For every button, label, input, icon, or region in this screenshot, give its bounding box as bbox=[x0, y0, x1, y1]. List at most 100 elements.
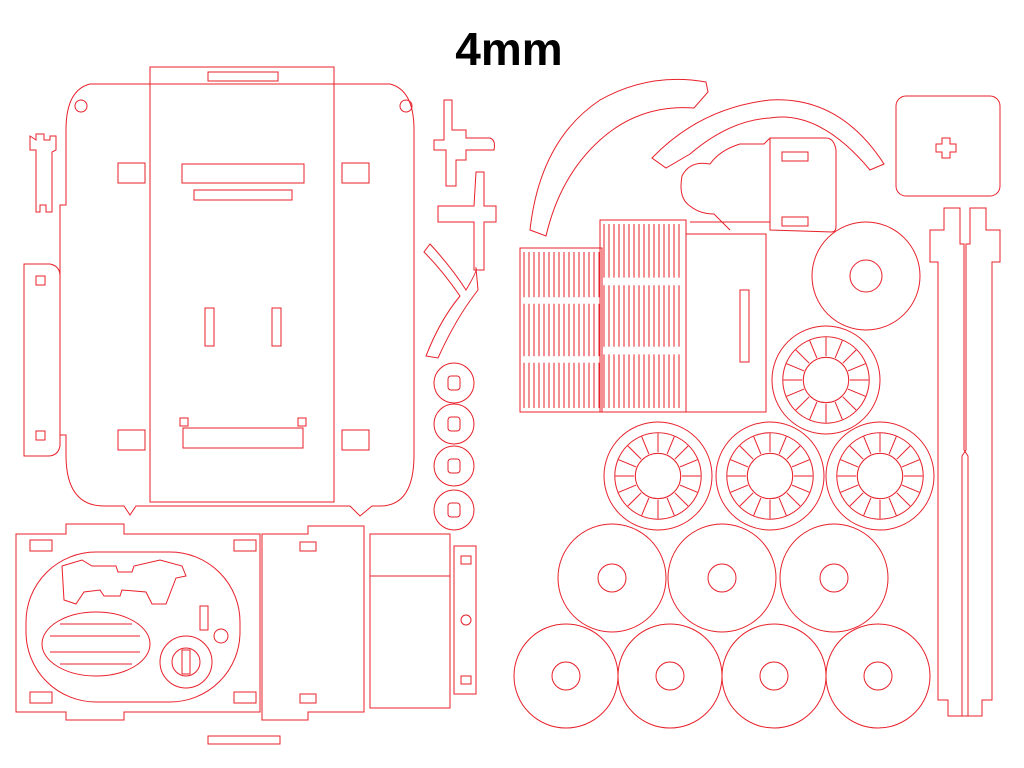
tall-strip-part bbox=[962, 208, 1000, 716]
rim-spoke bbox=[902, 485, 919, 492]
base-panel-part bbox=[16, 524, 260, 720]
chassis-center-panel bbox=[150, 84, 334, 502]
rim-spoke bbox=[779, 498, 786, 515]
rim-spoke bbox=[667, 437, 674, 454]
wheel-axle-hole bbox=[552, 662, 580, 690]
chassis-hole-left bbox=[75, 100, 87, 112]
washer-slot bbox=[448, 376, 460, 390]
washer-slot bbox=[448, 459, 460, 473]
living-hinge-panels bbox=[520, 220, 686, 412]
rim-spoke bbox=[897, 446, 910, 459]
motor-mount-slot bbox=[182, 650, 190, 674]
living-hinge-panel bbox=[600, 220, 686, 412]
wheel-disk bbox=[780, 524, 888, 632]
chassis-slot-narrow bbox=[194, 190, 292, 200]
base-panel-slot bbox=[30, 692, 52, 703]
chassis-slot bbox=[118, 430, 145, 450]
wheel-disk bbox=[812, 222, 920, 330]
spoked-rim-hub bbox=[857, 453, 902, 498]
chassis-slot bbox=[272, 308, 281, 346]
rim-spoke bbox=[754, 437, 761, 454]
clamshell-cover bbox=[681, 138, 836, 232]
living-hinge-panel bbox=[520, 248, 602, 412]
wheel-axle-hole bbox=[760, 662, 788, 690]
base-panel-slot bbox=[30, 540, 52, 551]
rim-spoke bbox=[675, 493, 688, 506]
rim-spoke bbox=[848, 389, 865, 396]
rim-spoke bbox=[787, 493, 800, 506]
curved-arch-part bbox=[652, 100, 884, 170]
rim-spoke bbox=[642, 498, 649, 515]
bottom-bar bbox=[208, 736, 280, 744]
rim-spoke bbox=[841, 460, 858, 467]
rim-spoke bbox=[792, 485, 809, 492]
t-connector bbox=[438, 172, 496, 270]
chassis-body-outline bbox=[60, 67, 414, 516]
rim-spoke bbox=[667, 498, 674, 515]
chassis-top-tab-slot bbox=[208, 72, 278, 81]
connector-parts bbox=[424, 100, 496, 358]
curved-connector bbox=[424, 244, 478, 358]
square-cap-part bbox=[896, 96, 1000, 196]
base-panel-outline bbox=[16, 524, 260, 720]
rim-spoke bbox=[889, 437, 896, 454]
left-side-panel bbox=[24, 264, 60, 456]
rim-spoke bbox=[796, 397, 809, 410]
rim-spoke bbox=[680, 460, 697, 467]
box-side-slot bbox=[300, 542, 316, 551]
rim-spoke bbox=[740, 493, 753, 506]
cover-slot bbox=[782, 217, 808, 226]
rim-spoke bbox=[628, 446, 641, 459]
rim-spoke bbox=[675, 446, 688, 459]
spoked-rim-hub bbox=[635, 453, 680, 498]
wheel-disk bbox=[722, 624, 826, 728]
living-hinge-cuts bbox=[524, 224, 679, 408]
box-side-slot bbox=[300, 694, 316, 703]
rim-spoke bbox=[787, 364, 804, 371]
rim-spoke bbox=[680, 485, 697, 492]
rim-spoke bbox=[792, 460, 809, 467]
spoked-rim-hub bbox=[747, 453, 792, 498]
wheel-axle-hole bbox=[656, 662, 684, 690]
rim-spoke bbox=[619, 485, 636, 492]
rim-spoke bbox=[889, 498, 896, 515]
spoked-rim-inner bbox=[615, 433, 701, 519]
rim-spoke bbox=[841, 485, 858, 492]
rim-spoke bbox=[897, 493, 910, 506]
side-panel-slot bbox=[36, 276, 45, 285]
rim-spoke bbox=[787, 446, 800, 459]
spoked-rim-inner bbox=[783, 337, 869, 423]
chassis-slot bbox=[298, 418, 306, 426]
wheel-parts bbox=[514, 222, 934, 728]
hinge-slot bbox=[461, 556, 471, 564]
wheel-disk bbox=[826, 624, 930, 728]
chassis-slot bbox=[342, 163, 369, 183]
box-side-panel bbox=[262, 526, 364, 720]
t-connector bbox=[434, 100, 495, 186]
switch-hole bbox=[214, 629, 228, 643]
rim-spoke bbox=[850, 446, 863, 459]
washer-slot bbox=[448, 417, 460, 431]
chassis-slot bbox=[118, 163, 145, 183]
side-bracket-panel bbox=[686, 234, 766, 412]
wheel-axle-hole bbox=[598, 564, 626, 592]
rim-spoke bbox=[902, 460, 919, 467]
rim-spoke bbox=[796, 350, 809, 363]
rim-spoke bbox=[810, 402, 817, 419]
chassis-body-part bbox=[60, 67, 414, 516]
hinge-hole bbox=[461, 615, 471, 625]
box-parts bbox=[208, 526, 476, 744]
wheel-disk bbox=[558, 524, 666, 632]
spoked-rim bbox=[716, 422, 824, 530]
hinge-strip bbox=[454, 546, 476, 694]
switch-slot bbox=[200, 606, 208, 630]
rim-spoke bbox=[731, 485, 748, 492]
cross-cutout bbox=[936, 138, 956, 158]
rim-spoke bbox=[843, 397, 856, 410]
hinge-slot bbox=[461, 676, 471, 684]
side-panel-slot bbox=[36, 431, 45, 440]
small-washer bbox=[434, 363, 474, 403]
arm-cutout bbox=[62, 560, 186, 604]
